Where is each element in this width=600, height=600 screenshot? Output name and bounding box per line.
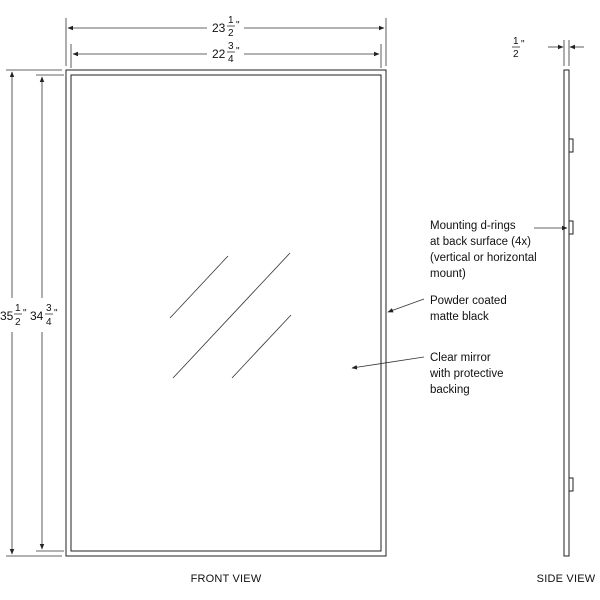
inner-mirror-edge: [70, 74, 382, 552]
d-ring-2: [568, 220, 574, 235]
inner-width-num: 3: [228, 41, 234, 52]
overall-width-num: 1: [228, 15, 234, 26]
inner-height-den: 4: [46, 317, 52, 328]
overall-height-den: 2: [15, 317, 21, 328]
inner-height-whole: 34: [30, 309, 44, 323]
glass-reflection-lines: [169, 252, 292, 379]
overall-width-den: 2: [228, 28, 234, 39]
callout-mounting-line-1: Mounting d-rings: [430, 220, 516, 232]
callout-mounting: Mounting d-rings at back surface (4x) (v…: [430, 220, 568, 280]
overall-height-whole: 35: [0, 309, 14, 323]
dimension-inner-height: 34 3 4 ": [30, 74, 64, 552]
callout-mirror-line-2: with protective: [429, 368, 504, 380]
side-view-label: SIDE VIEW: [537, 573, 596, 585]
d-ring-3: [568, 477, 574, 492]
dimension-inner-width: 22 3 4 ": [70, 41, 382, 68]
callout-frame-line-2: matte black: [430, 311, 489, 323]
overall-height-num: 1: [15, 303, 21, 314]
dimension-depth: 1 2 ": [512, 36, 584, 66]
callout-mirror-line-3: backing: [430, 384, 470, 396]
d-ring-mounts: [568, 138, 574, 492]
front-view-label: FRONT VIEW: [191, 573, 262, 585]
dimension-overall-height: 35 1 2 ": [0, 69, 62, 557]
callout-mounting-line-2: at back surface (4x): [430, 236, 531, 248]
side-view: [563, 69, 574, 557]
depth-unit: ": [521, 39, 525, 50]
overall-width-whole: 23: [212, 21, 226, 35]
d-ring-1: [568, 138, 574, 153]
inner-width-whole: 22: [212, 47, 226, 61]
overall-height-unit: ": [23, 308, 27, 319]
front-view: [65, 69, 387, 557]
inner-height-num: 3: [46, 303, 52, 314]
inner-width-unit: ": [236, 46, 240, 57]
callout-mirror-line-1: Clear mirror: [430, 352, 491, 364]
depth-num: 1: [513, 36, 519, 47]
depth-den: 2: [513, 49, 519, 60]
callout-mirror: Clear mirror with protective backing: [351, 352, 504, 396]
callout-frame: Powder coated matte black: [387, 295, 507, 323]
callout-mounting-line-4: mount): [430, 268, 466, 280]
inner-width-den: 4: [228, 54, 234, 65]
dimension-overall-width: 23 1 2 ": [65, 15, 387, 66]
callout-frame-line-1: Powder coated: [430, 295, 507, 307]
side-profile: [563, 69, 570, 557]
overall-width-unit: ": [236, 20, 240, 31]
outer-frame: [65, 69, 387, 557]
inner-height-unit: ": [54, 308, 58, 319]
callout-mounting-line-3: (vertical or horizontal: [430, 252, 537, 264]
